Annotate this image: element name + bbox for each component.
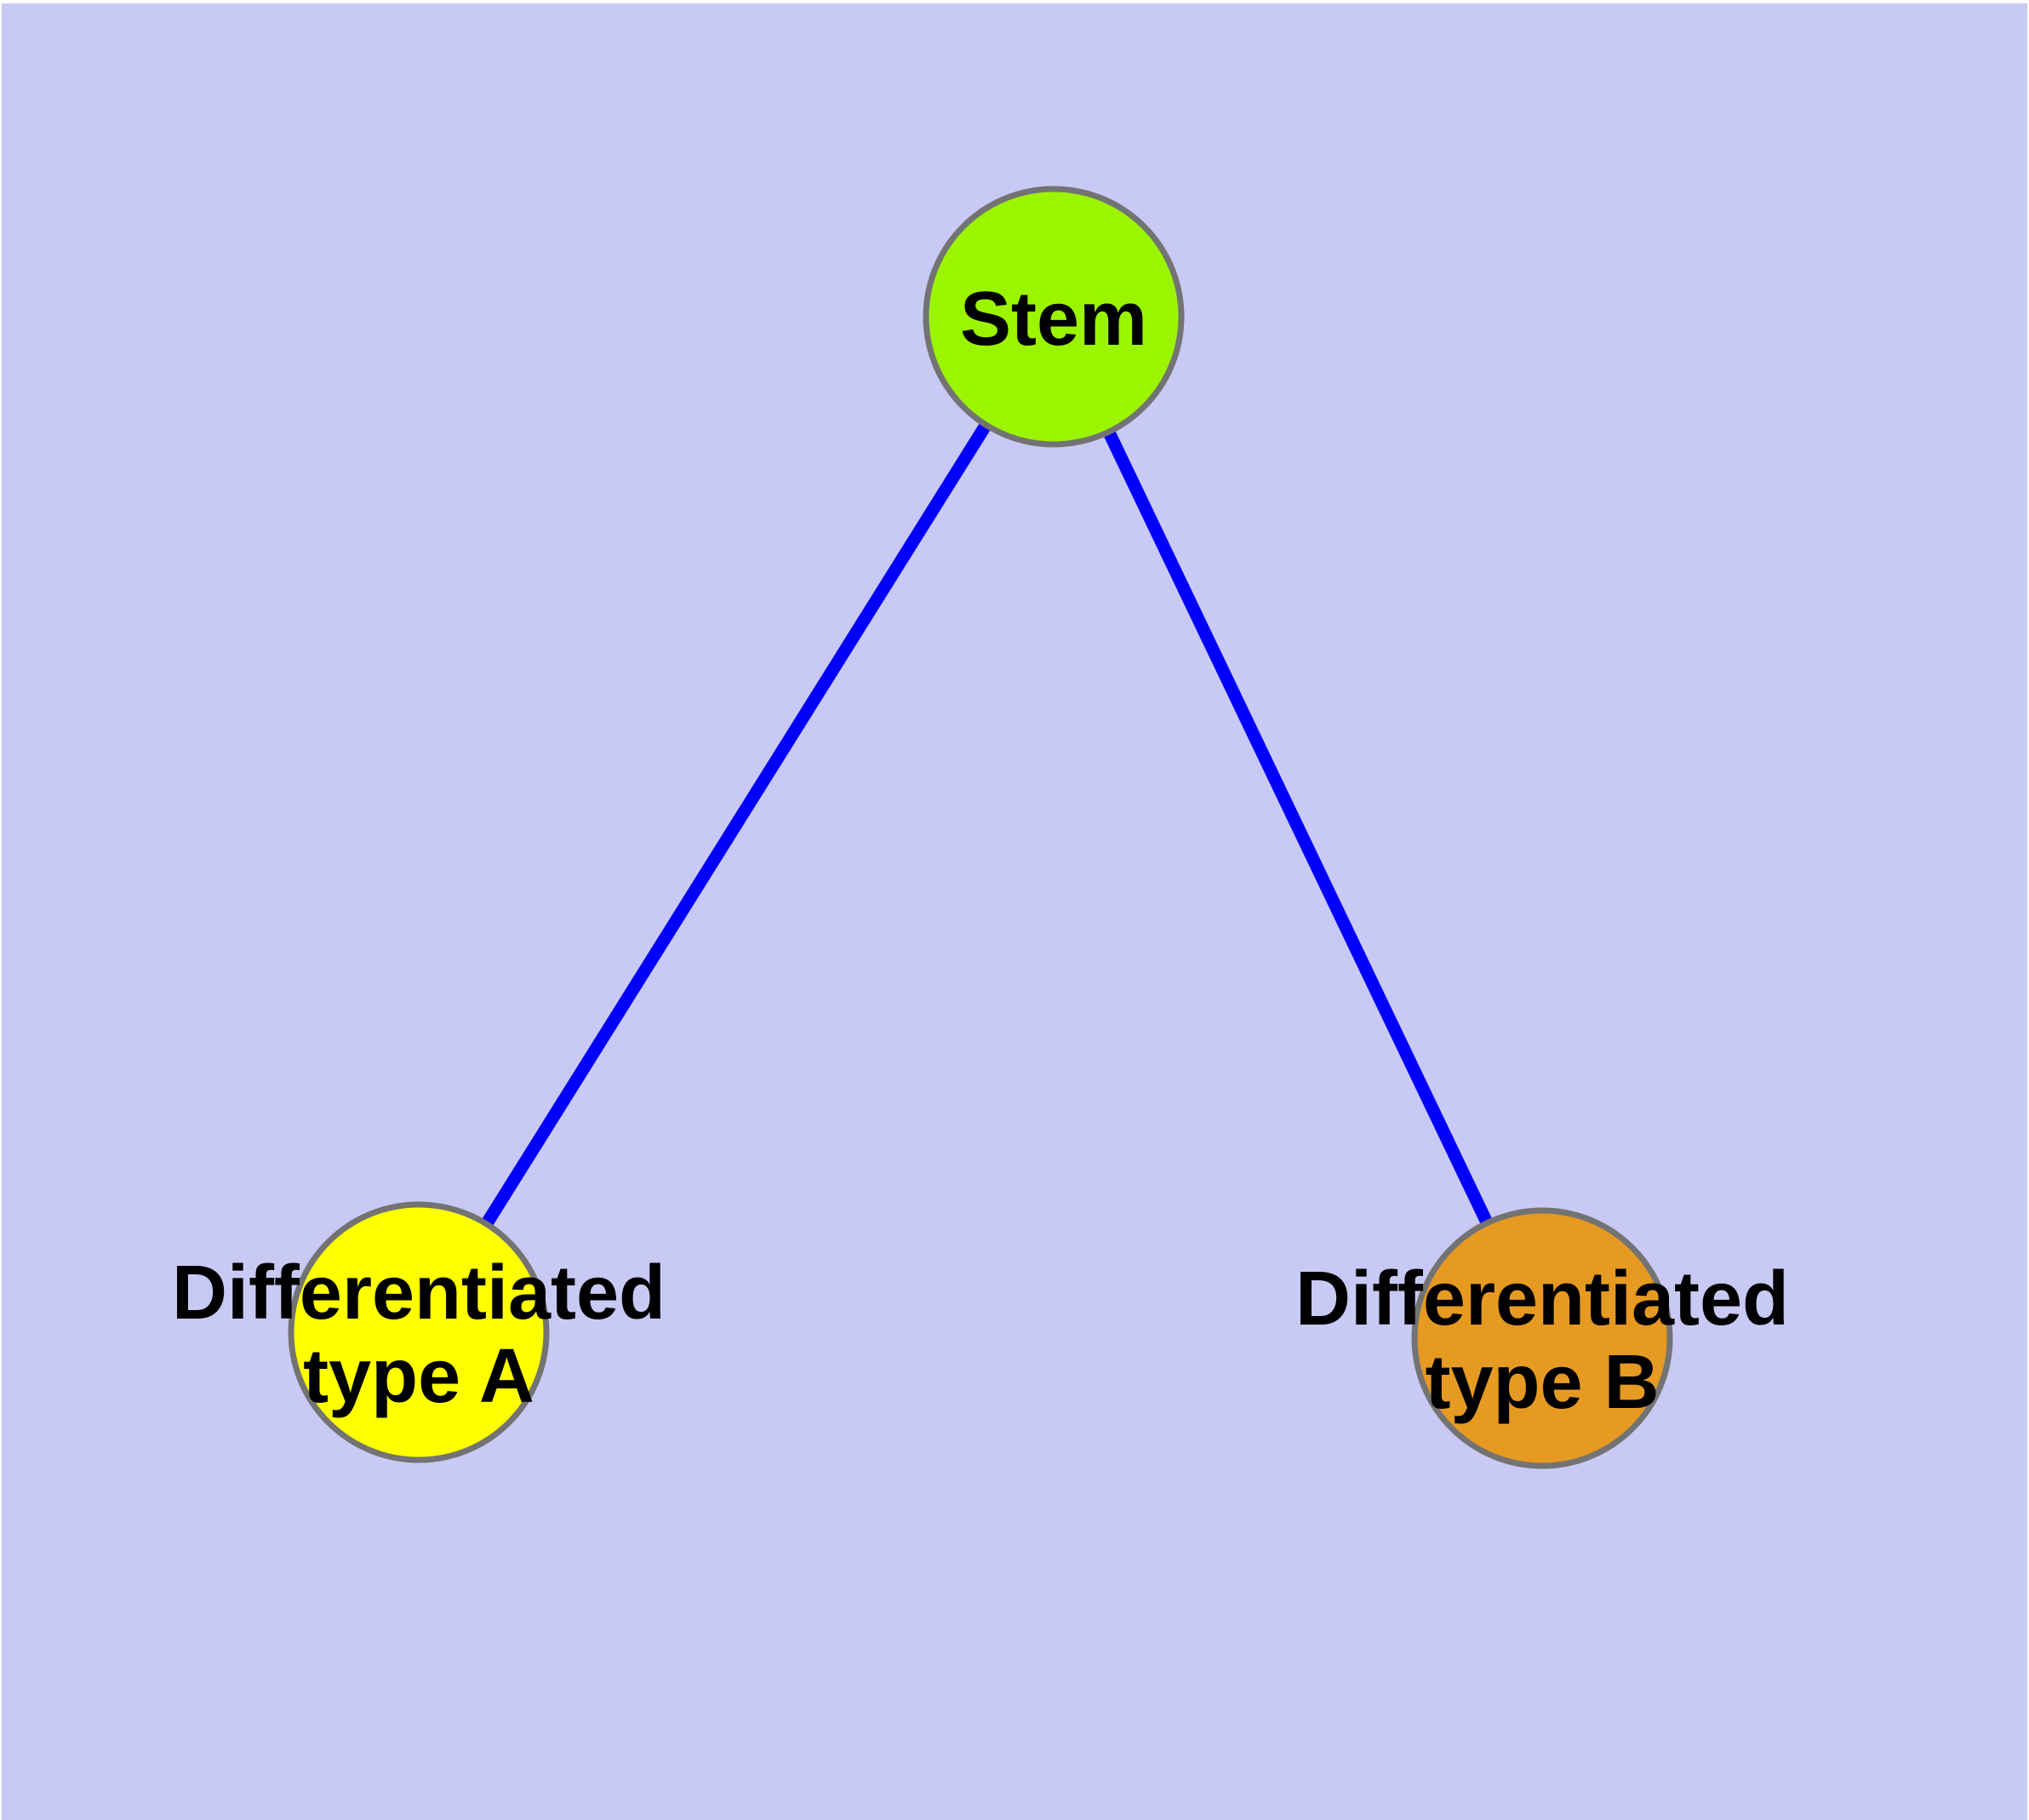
node-stem bbox=[923, 186, 1185, 448]
node-differentiated-type-a bbox=[288, 1201, 550, 1463]
node-label-differentiated-type-a-line-1: Differentiated bbox=[172, 1251, 666, 1336]
node-label-differentiated-type-a-line-2: type A bbox=[303, 1334, 534, 1419]
node-label-differentiated-type-b-line-2: type B bbox=[1425, 1340, 1659, 1425]
nodes-layer bbox=[288, 186, 1673, 1469]
edge-stem-to-differentiated-type-a bbox=[413, 313, 1060, 1336]
edge-stem-to-differentiated-type-b bbox=[1048, 313, 1548, 1342]
node-label-differentiated-type-b-line-1: Differentiated bbox=[1295, 1256, 1789, 1342]
node-differentiated-type-b bbox=[1411, 1207, 1673, 1469]
edges-layer bbox=[413, 313, 1548, 1342]
node-label-stem: Stem bbox=[960, 277, 1147, 362]
